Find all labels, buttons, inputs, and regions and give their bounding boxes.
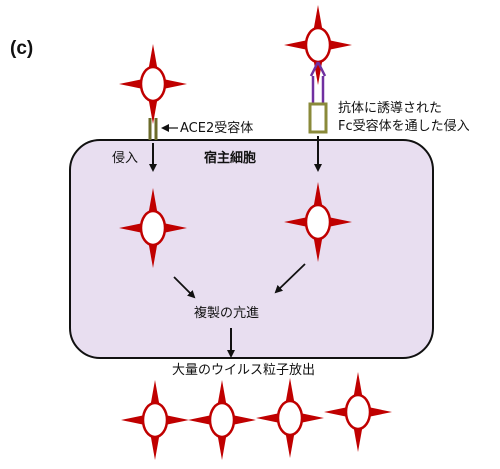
- arrow-right-to-replication: [274, 263, 306, 294]
- enhanced-replication-label: 複製の亢進: [194, 306, 260, 321]
- entry-label: 侵入: [112, 151, 139, 166]
- fc-entry-label-line2: Fc受容体を通した侵入: [338, 119, 470, 134]
- fc-receptor: [308, 102, 328, 134]
- virus-fc-entry: [282, 3, 354, 87]
- ace2-receptor: [148, 118, 158, 140]
- fc-entry-label-line1: 抗体に誘導された: [338, 101, 443, 116]
- virus-released-1: [119, 378, 191, 462]
- virus-released-4: [322, 370, 394, 454]
- antibody: [309, 61, 327, 104]
- host-cell: [69, 139, 434, 359]
- virus-ace2-entry: [117, 42, 189, 126]
- virus-released-3: [254, 376, 326, 460]
- virus-released-2: [186, 378, 258, 462]
- host-cell-label: 宿主細胞: [204, 151, 257, 166]
- mass-release-label: 大量のウイルス粒子放出: [172, 363, 316, 378]
- arrow-left-to-replication: [173, 276, 196, 299]
- ace2-receptor-label: ACE2受容体: [180, 121, 254, 136]
- panel-label: (c): [10, 38, 34, 59]
